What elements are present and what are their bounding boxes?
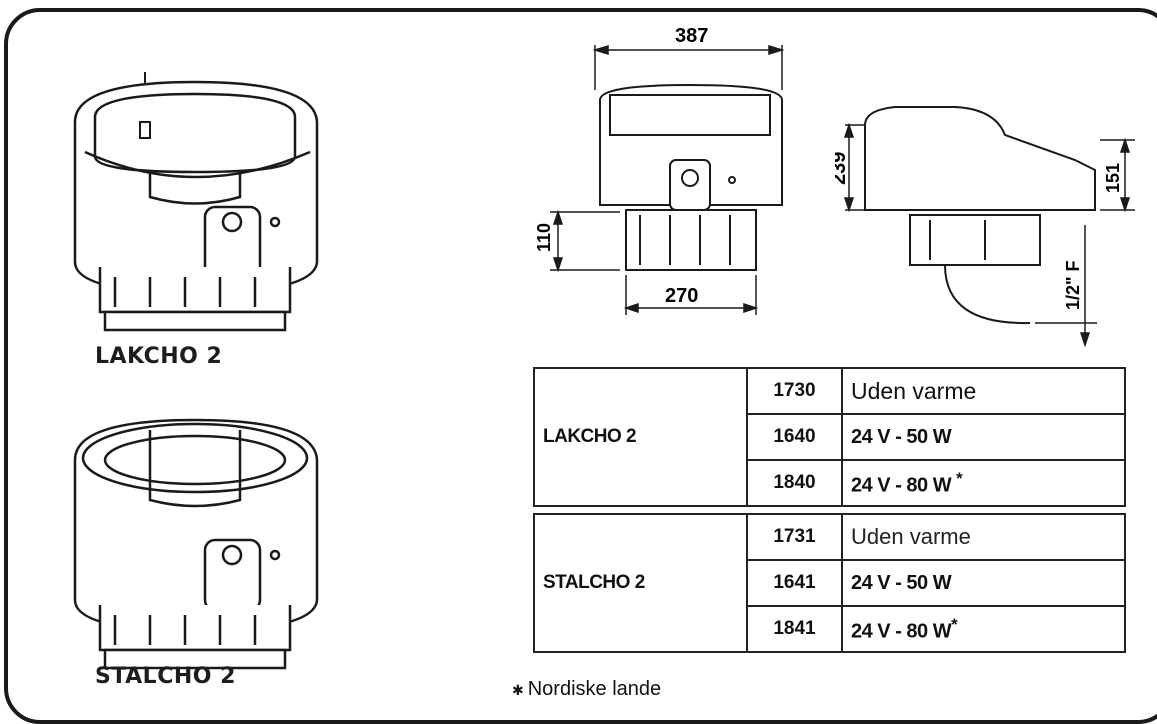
desc-text: 24 V - 80 W (851, 474, 952, 497)
model-cell: STALCHO 2 (533, 513, 748, 653)
code-cell: 1640 (746, 413, 843, 461)
desc-cell: Uden varme (841, 367, 1126, 415)
asterisk-icon: ✱ (512, 682, 524, 698)
dim-height-base: 110 (534, 223, 554, 252)
asterisk-mark: * (951, 614, 958, 634)
desc-cell: Uden varme (841, 513, 1126, 561)
footnote: ✱Nordiske lande (512, 678, 661, 701)
table-row: 1841 24 V - 80 W* (534, 605, 1126, 653)
table-row: 1840 24 V - 80 W * (534, 459, 1126, 507)
desc-text: 24 V - 80 W (851, 620, 952, 643)
table-row: STALCHO 2 1731 Uden varme (533, 513, 1126, 653)
table-row: 1641 24 V - 50 W (534, 559, 1126, 607)
dim-width-base: 270 (665, 285, 698, 307)
code-cell: 1730 (746, 367, 843, 415)
code-cell: 1731 (746, 513, 843, 561)
desc-cell: 24 V - 50 W (841, 413, 1126, 461)
code-cell: 1840 (746, 459, 843, 507)
asterisk-mark: * (956, 468, 963, 488)
side-view-drawing: 239 151 1/2" F (835, 106, 1135, 348)
desc-cell: 24 V - 50 W (841, 559, 1126, 607)
lakcho-illustration (73, 72, 319, 332)
dim-width-top: 387 (675, 25, 708, 47)
table-row: 1640 24 V - 50 W (534, 413, 1126, 461)
dim-height-side: 151 (1103, 163, 1123, 193)
front-view-drawing: 387 270 110 (534, 25, 785, 315)
dim-height-total: 239 (835, 152, 850, 185)
desc-cell: 24 V - 80 W* (841, 605, 1126, 653)
stalcho-label: STALCHO 2 (95, 664, 236, 689)
stalcho-illustration (73, 418, 319, 670)
desc-cell: 24 V - 80 W * (841, 459, 1126, 507)
spec-table: LAKCHO 2 1730 Uden varme 1640 24 V - 50 … (533, 367, 1126, 653)
lakcho-label: LAKCHO 2 (95, 344, 223, 369)
code-cell: 1641 (746, 559, 843, 607)
footnote-text: Nordiske lande (527, 678, 662, 700)
dim-connection: 1/2" F (1063, 260, 1083, 310)
table-row: LAKCHO 2 1730 Uden varme (533, 367, 1126, 507)
code-cell: 1841 (746, 605, 843, 653)
model-cell: LAKCHO 2 (533, 367, 748, 507)
